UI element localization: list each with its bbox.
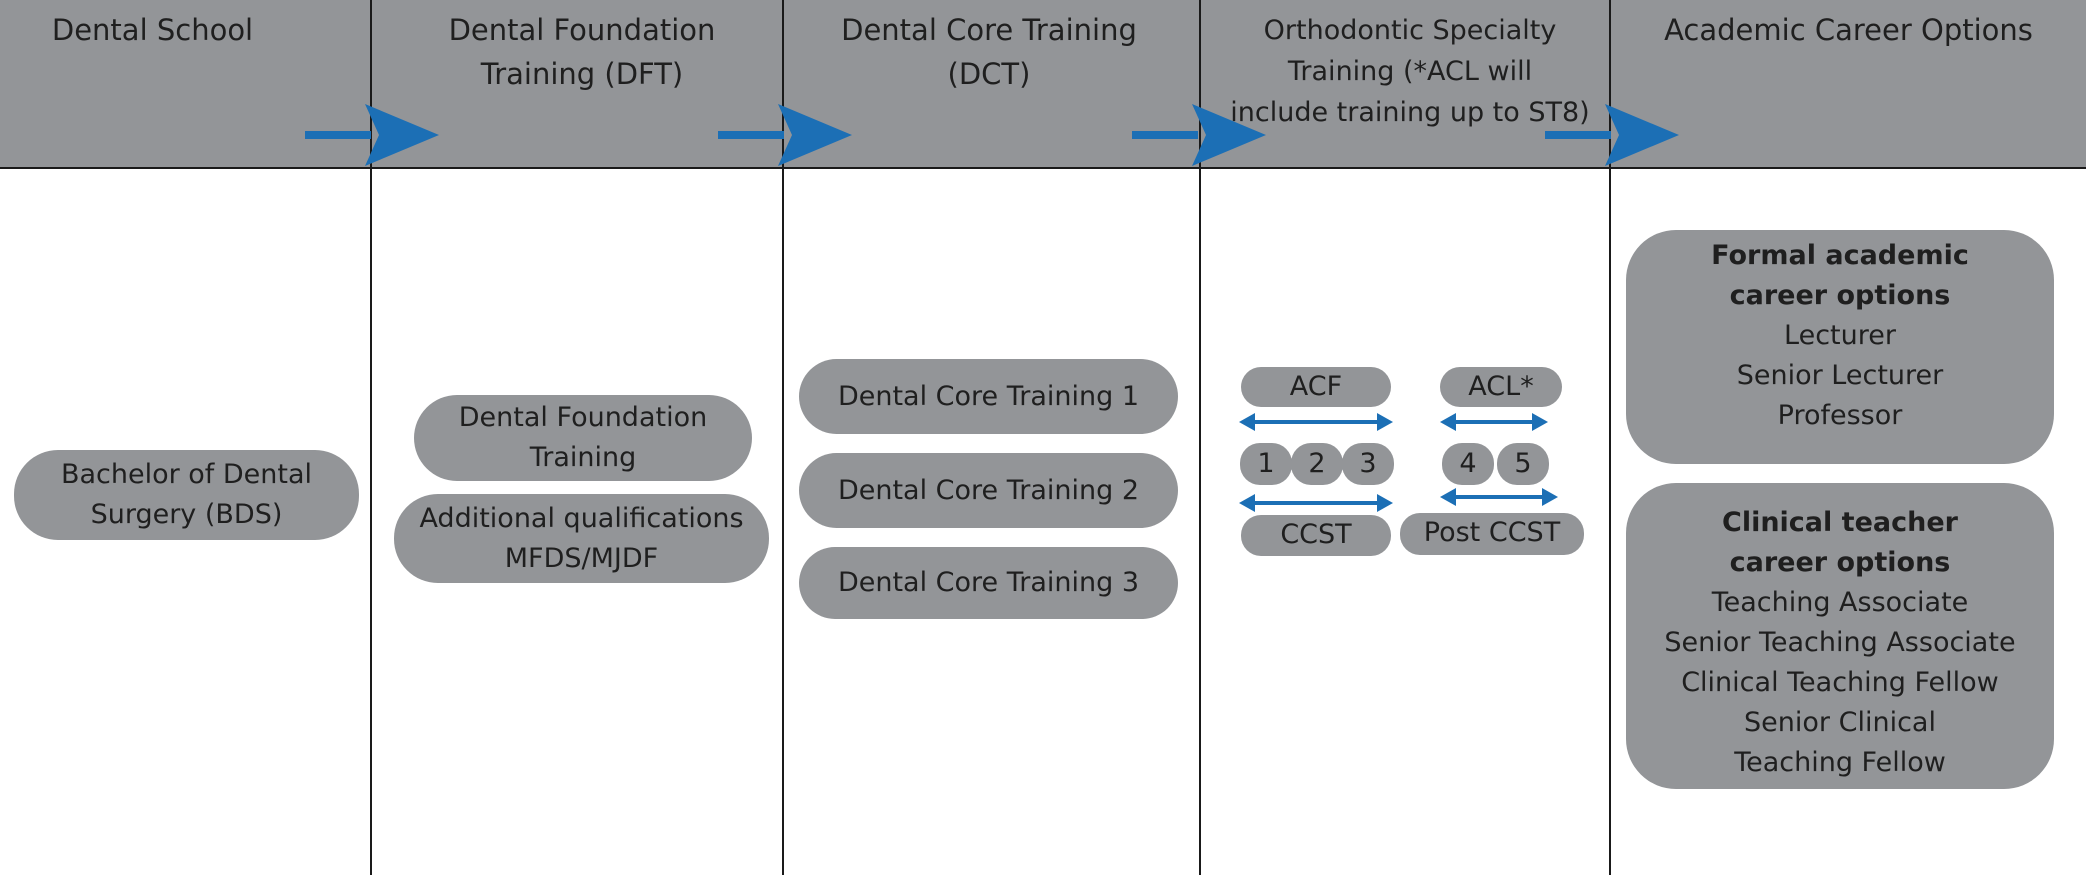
box-title: Clinical teacher [1722, 507, 1958, 538]
dft-qualifications-pill: Additional qualifications MFDS/MJDF [394, 494, 769, 583]
pill-line: 5 [1514, 448, 1532, 479]
heading-line: Training (DFT) [480, 57, 684, 91]
career-option: Senior Clinical [1744, 707, 1936, 738]
acf-pill: ACF [1241, 367, 1391, 407]
flow-arrow-icon [1132, 104, 1266, 166]
heading-orthodontic: Orthodontic Specialty Training (*ACL wil… [1201, 10, 1619, 133]
career-option: Lecturer [1784, 320, 1896, 351]
column-divider [1199, 0, 1201, 875]
career-option: Senior Teaching Associate [1664, 627, 2016, 658]
career-option: Teaching Fellow [1734, 747, 1946, 778]
box-title: Formal academic [1711, 240, 1969, 271]
career-option: Clinical Teaching Fellow [1681, 667, 1999, 698]
heading-line: Academic Career Options [1664, 13, 2033, 47]
flow-arrow-icon [718, 104, 852, 166]
heading-line: include training up to ST8) [1230, 97, 1590, 128]
year-5-pill: 5 [1497, 443, 1549, 485]
double-arrow-icon [1440, 413, 1548, 431]
pill-line: ACF [1289, 371, 1343, 402]
flow-arrow-icon [1545, 104, 1679, 166]
career-option: Senior Lecturer [1736, 360, 1944, 391]
pill-line: 1 [1257, 448, 1275, 479]
pill-line: Bachelor of Dental [60, 459, 313, 490]
double-arrow-icon [1239, 494, 1393, 512]
post-ccst-pill: Post CCST [1400, 513, 1584, 555]
heading-academic: Academic Career Options [1611, 8, 2086, 52]
dct-stage-2-pill: Dental Core Training 2 [799, 453, 1178, 528]
ccst-pill: CCST [1241, 515, 1391, 556]
clinical-teacher-box: Clinical teacher career options Teaching… [1626, 483, 2054, 789]
pill-line: MFDS/MJDF [504, 542, 659, 574]
bds-pill: Bachelor of Dental Surgery (BDS) [14, 450, 359, 540]
heading-line: Dental Foundation [448, 13, 716, 47]
pill-line: ACL* [1468, 371, 1534, 402]
pill-line: 2 [1308, 448, 1326, 479]
pill-line: CCST [1280, 519, 1352, 550]
dft-training-pill: Dental Foundation Training [414, 395, 752, 481]
double-arrow-icon [1440, 488, 1558, 506]
column-divider [1609, 0, 1611, 875]
pill-line: 4 [1459, 448, 1477, 479]
box-title: career options [1729, 280, 1951, 311]
column-divider [782, 0, 784, 875]
acl-pill: ACL* [1440, 367, 1562, 407]
pill-line: Surgery (BDS) [90, 499, 283, 530]
double-arrow-icon [1239, 413, 1393, 431]
heading-line: Dental School [51, 13, 254, 47]
heading-line: (DCT) [947, 57, 1031, 91]
column-divider [370, 0, 372, 875]
flow-arrow-icon [305, 104, 439, 166]
heading-dental-school: Dental School [0, 8, 305, 52]
heading-dft: Dental Foundation Training (DFT) [372, 8, 792, 96]
career-option: Teaching Associate [1711, 587, 1969, 618]
pill-line: Dental Foundation [458, 402, 708, 433]
career-option: Professor [1777, 400, 1903, 431]
year-1-pill: 1 [1240, 443, 1292, 485]
heading-dct: Dental Core Training (DCT) [784, 8, 1194, 96]
pill-line: 3 [1359, 448, 1377, 479]
pill-line: Dental Core Training 3 [837, 567, 1140, 598]
dct-stage-1-pill: Dental Core Training 1 [799, 359, 1178, 434]
pill-line: Additional qualifications [419, 502, 744, 534]
heading-line: Dental Core Training [841, 13, 1137, 47]
heading-line: Orthodontic Specialty [1263, 15, 1557, 46]
header-band [0, 0, 2086, 169]
year-3-pill: 3 [1342, 443, 1394, 485]
formal-academic-box: Formal academic career options Lecturer … [1626, 230, 2054, 464]
year-4-pill: 4 [1442, 443, 1494, 485]
pill-line: Dental Core Training 2 [837, 474, 1140, 506]
heading-line: Training (*ACL will [1287, 56, 1533, 87]
pill-line: Dental Core Training 1 [837, 380, 1140, 412]
pill-line: Training [529, 442, 637, 473]
box-title: career options [1729, 547, 1951, 578]
dct-stage-3-pill: Dental Core Training 3 [799, 547, 1178, 619]
year-2-pill: 2 [1291, 443, 1343, 485]
pill-line: Post CCST [1423, 517, 1561, 548]
